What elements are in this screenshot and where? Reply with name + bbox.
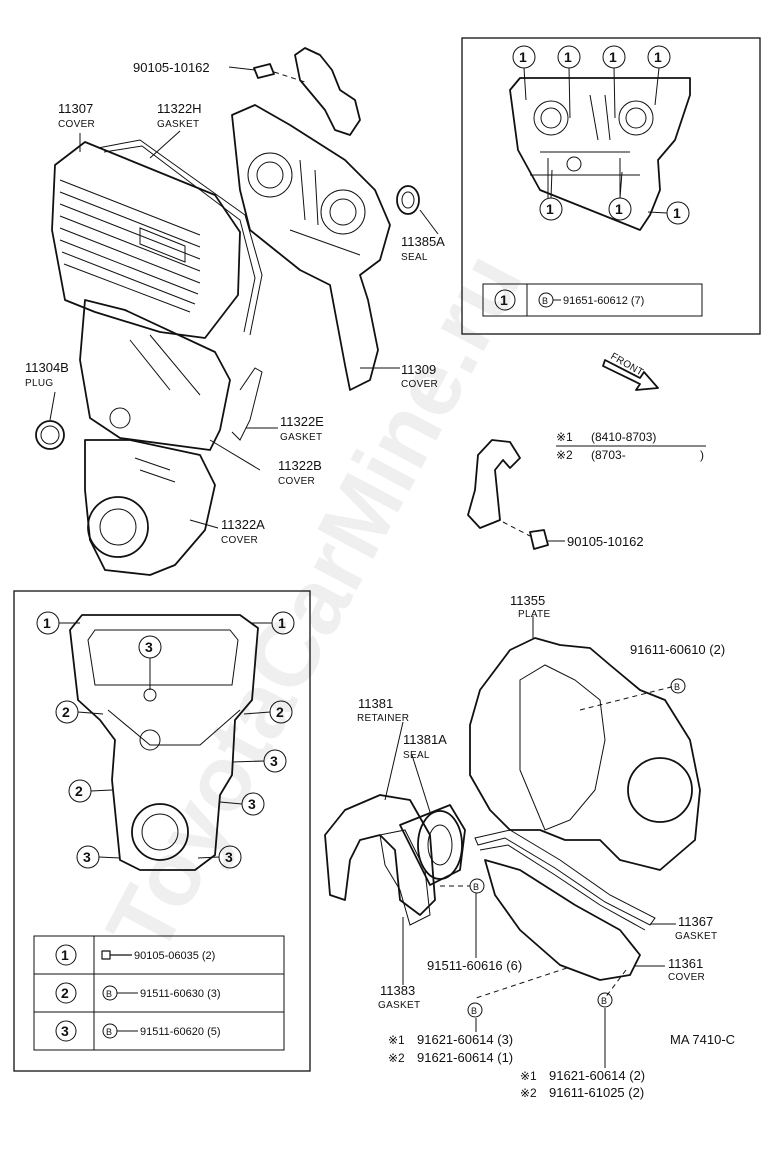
- timing-cover-assembly-drawing: [35, 47, 439, 576]
- bolt-bracket-part-number[interactable]: 90105-10162: [567, 534, 644, 549]
- callout-1: 1: [654, 49, 662, 65]
- callout-3: 3: [248, 796, 256, 812]
- cover-11309-part-number[interactable]: 11309: [401, 362, 436, 377]
- b-badge: B: [473, 882, 479, 892]
- cover-11309-name: COVER: [401, 379, 438, 390]
- serial-range-2-close: ): [700, 448, 704, 462]
- callout-1: 1: [43, 615, 51, 631]
- cover-11307-name: COVER: [58, 119, 95, 130]
- bolt-right-mark-1: ※1: [520, 1069, 537, 1083]
- bracket-drawing: [467, 439, 565, 550]
- serial-range-2: (8703-: [591, 448, 626, 462]
- bolt-left-mark-1: ※1: [388, 1033, 405, 1047]
- b-badge: B: [674, 682, 680, 692]
- diagram-code: MA 7410-C: [670, 1032, 735, 1047]
- bolt-right-mark-2: ※2: [520, 1086, 537, 1100]
- inset-upper-callouts: 1 1 1 1 1 1 1: [512, 45, 690, 225]
- inset-lower-table-badge-3: B: [106, 1027, 112, 1037]
- bolt-left-part-2[interactable]: 91621-60614 (1): [417, 1050, 513, 1065]
- gasket-11367-name: GASKET: [675, 931, 717, 942]
- inset-lower-table-part-1[interactable]: 90105-06035 (2): [134, 950, 215, 962]
- inset-lower-table-num-3: 3: [61, 1023, 69, 1039]
- bolt-top-part-number[interactable]: 90105-10162: [133, 60, 210, 75]
- cover-11322B-name: COVER: [278, 476, 315, 487]
- serial-mark-1: ※1: [556, 430, 573, 444]
- cover-11322A-part-number[interactable]: 11322A: [221, 517, 265, 532]
- callout-3: 3: [83, 849, 91, 865]
- callout-1: 1: [609, 49, 617, 65]
- bolt-retainer-part-number[interactable]: 91511-60616 (6): [427, 958, 522, 973]
- callout-2: 2: [75, 783, 83, 799]
- callout-1: 1: [519, 49, 527, 65]
- inset-lower-box: 1 1 3 2 2 3 2 3 3 3 1 90105-06035 (2) 2 …: [13, 590, 311, 1072]
- inset-upper-table-badge: B: [542, 296, 548, 306]
- seal-11381A-name: SEAL: [403, 750, 430, 761]
- inset-lower-table-badge-2: B: [106, 989, 112, 999]
- b-badge: B: [601, 996, 607, 1006]
- callout-1: 1: [564, 49, 572, 65]
- seal-11385A-part-number[interactable]: 11385A: [401, 234, 445, 249]
- bolt-right-part-2[interactable]: 91611-61025 (2): [549, 1085, 644, 1100]
- cover-11361-name: COVER: [668, 972, 705, 983]
- inset-upper-table-num: 1: [500, 292, 508, 308]
- bolt-plate-part-number[interactable]: 91611-60610 (2): [630, 642, 725, 657]
- callout-1: 1: [673, 205, 681, 221]
- inset-lower-table-part-2[interactable]: 91511-60630 (3): [140, 988, 221, 1000]
- callout-2: 2: [276, 704, 284, 720]
- cover-11322A-name: COVER: [221, 535, 258, 546]
- retainer-11381-name: RETAINER: [357, 713, 409, 724]
- cover-11322B-part-number[interactable]: 11322B: [278, 458, 322, 473]
- gasket-11367-part-number[interactable]: 11367: [678, 914, 713, 929]
- seal-11381A-part-number[interactable]: 11381A: [403, 732, 447, 747]
- serial-range-1: (8410-8703): [591, 430, 656, 444]
- callout-1: 1: [546, 201, 554, 217]
- inset-lower-table-num-2: 2: [61, 985, 69, 1001]
- callout-1: 1: [615, 201, 623, 217]
- plate-11355-name: PLATE: [518, 609, 550, 620]
- cover-11307-part-number[interactable]: 11307: [58, 101, 93, 116]
- inset-lower-table-num-1: 1: [61, 947, 69, 963]
- gasket-11322H-part-number[interactable]: 11322H: [157, 101, 202, 116]
- callout-3: 3: [270, 753, 278, 769]
- gasket-11383-part-number[interactable]: 11383: [380, 983, 415, 998]
- plug-11304B-part-number[interactable]: 11304B: [25, 360, 69, 375]
- inset-lower-table-part-3[interactable]: 91511-60620 (5): [140, 1026, 221, 1038]
- plug-11304B-name: PLUG: [25, 378, 53, 389]
- cover-11361-part-number[interactable]: 11361: [668, 956, 703, 971]
- bolt-right-part-1[interactable]: 91621-60614 (2): [549, 1068, 645, 1083]
- bolt-b-badges: B B B B: [467, 678, 686, 1018]
- retainer-11381-part-number[interactable]: 11381: [358, 696, 393, 711]
- seal-11385A-name: SEAL: [401, 252, 428, 263]
- bolt-left-part-1[interactable]: 91621-60614 (3): [417, 1032, 513, 1047]
- inset-upper-box: 1 1 1 1 1 1 1 1 B 91651-60612 (7): [461, 37, 761, 335]
- callout-2: 2: [62, 704, 70, 720]
- rear-plate-assembly-drawing: [324, 616, 701, 1068]
- callout-3: 3: [225, 849, 233, 865]
- gasket-11322H-name: GASKET: [157, 119, 199, 130]
- callout-3: 3: [145, 639, 153, 655]
- serial-range-notes: ※1 (8410-8703) ※2 (8703- ): [556, 430, 706, 462]
- b-badge: B: [471, 1006, 477, 1016]
- gasket-11322E-part-number[interactable]: 11322E: [280, 414, 324, 429]
- front-arrow: FRONT: [602, 351, 659, 391]
- inset-upper-table-part[interactable]: 91651-60612 (7): [563, 295, 644, 307]
- gasket-11383-name: GASKET: [378, 1000, 420, 1011]
- gasket-11322E-name: GASKET: [280, 432, 322, 443]
- plate-11355-part-number[interactable]: 11355: [510, 593, 545, 608]
- callout-1: 1: [278, 615, 286, 631]
- bolt-left-mark-2: ※2: [388, 1051, 405, 1065]
- serial-mark-2: ※2: [556, 448, 573, 462]
